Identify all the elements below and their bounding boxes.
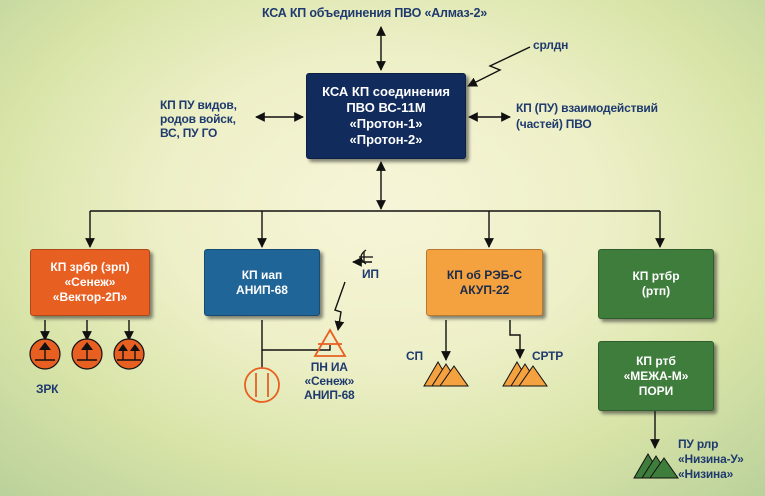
zrbr-box[interactable]: КП зрбр (зрп) «Сенеж» «Вектор-2П» [30, 249, 150, 316]
ip-label: ИП [362, 267, 379, 281]
ip-antenna-icon [359, 249, 373, 265]
reb-to-srtr [509, 320, 525, 359]
reb-box[interactable]: КП об РЭБ-С АКУП-22 [426, 249, 543, 316]
zrk-label: ЗРК [36, 382, 59, 396]
zrk-launcher-icon-1 [29, 338, 61, 370]
sp-label: СП [406, 349, 423, 363]
pu-rlr-label: ПУ рлр «Низина-У» «Низина» [678, 437, 744, 481]
center-command-box[interactable]: КСА КП соединения ПВО ВС-11М «Протон-1» … [306, 73, 466, 159]
rtb-label: КП ртб «МЕЖА-М» ПОРИ [623, 353, 689, 398]
left-peer-label: КП ПУ видов, родов войск, ВС, ПУ ГО [160, 98, 237, 140]
zrk-launcher-icon-3 [113, 338, 145, 370]
link-srldn [467, 46, 531, 87]
srtr-label: СРТР [532, 349, 564, 363]
srtr-mountain-icon [502, 361, 548, 387]
pn-ia-triangle-icon [313, 328, 347, 357]
reb-label: КП об РЭБ-С АКУП-22 [446, 267, 523, 297]
top-command-label: КСА КП объединения ПВО «Алмаз-2» [262, 6, 488, 20]
iap-label: КП иап АНИП-68 [236, 267, 288, 297]
pu-rlr-mountain-icon [633, 453, 679, 479]
airfield-circle-icon [244, 367, 280, 403]
rtb-box[interactable]: КП ртб «МЕЖА-М» ПОРИ [598, 341, 714, 411]
rtbr-label: КП ртбр (ртп) [632, 269, 680, 298]
rtbr-box[interactable]: КП ртбр (ртп) [598, 249, 714, 319]
ip-lightning [334, 281, 346, 331]
center-command-label: КСА КП соединения ПВО ВС-11М «Протон-1» … [322, 84, 450, 147]
pn-ia-label: ПН ИА «Сенеж» АНИП-68 [304, 360, 355, 402]
iap-box[interactable]: КП иап АНИП-68 [204, 249, 320, 316]
iap-to-antenna [261, 320, 331, 351]
right-peer-label: КП (ПУ) взаимодействий (частей) ПВО [516, 101, 658, 131]
sp-mountain-icon [423, 361, 469, 387]
srldn-label: срлдн [533, 38, 569, 52]
zrbr-label: КП зрбр (зрп) «Сенеж» «Вектор-2П» [50, 260, 130, 304]
zrk-launcher-icon-2 [71, 338, 103, 370]
